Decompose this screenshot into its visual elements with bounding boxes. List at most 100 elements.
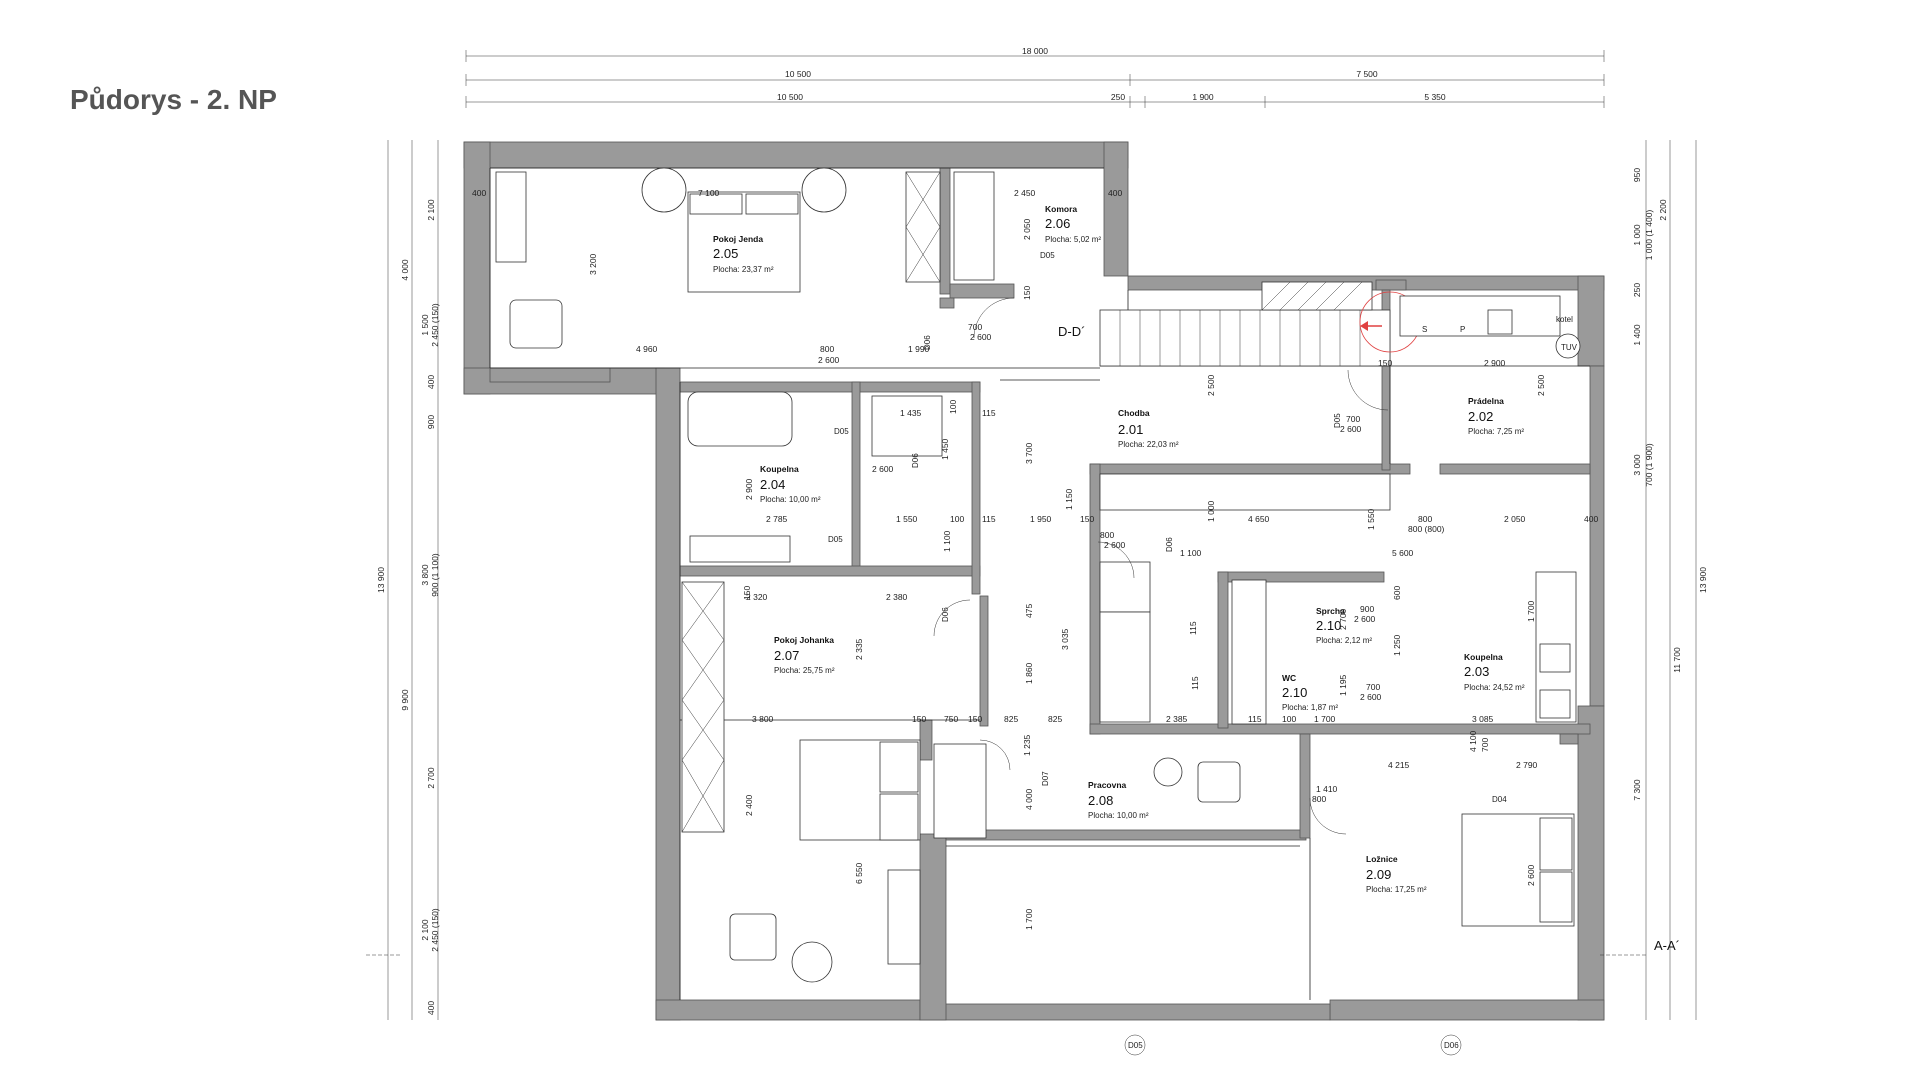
svg-text:1 435: 1 435	[900, 408, 922, 418]
dim-left-d: 1 500	[420, 314, 430, 336]
door-tag: D05	[1040, 251, 1055, 260]
svg-text:400: 400	[1584, 514, 1598, 524]
svg-text:1 150: 1 150	[1064, 488, 1074, 510]
room-label-2-07: Pokoj Johanka 2.07 Plocha: 25,75 m²	[774, 635, 835, 675]
room-label-2-06: Komora 2.06 Plocha: 5,02 m²	[1045, 204, 1101, 244]
svg-text:800: 800	[1312, 794, 1326, 804]
svg-text:1 860: 1 860	[1024, 662, 1034, 684]
svg-text:2.02: 2.02	[1468, 409, 1493, 424]
wardrobe	[905, 171, 941, 283]
svg-text:2 380: 2 380	[886, 592, 908, 602]
svg-text:2 700: 2 700	[1338, 608, 1348, 630]
door-tag: D06	[911, 453, 920, 468]
svg-text:2 600: 2 600	[818, 355, 840, 365]
svg-text:2 600: 2 600	[1360, 692, 1382, 702]
desk	[887, 869, 921, 965]
right-dimensions: 13 900 11 700 950 1 000 1 000 (1 400) 2 …	[1632, 140, 1708, 1020]
appliances	[1399, 295, 1561, 337]
room-label-2-04: Koupelna 2.04 Plocha: 10,00 m²	[760, 464, 821, 504]
svg-text:800: 800	[1100, 530, 1114, 540]
door-tag: D06	[1444, 1041, 1459, 1050]
dim-left-c: 2 100	[426, 199, 436, 221]
svg-text:700: 700	[968, 322, 982, 332]
door-tag: D05	[828, 535, 843, 544]
room-label-2-09: Ložnice 2.09 Plocha: 17,25 m²	[1366, 854, 1427, 894]
svg-text:1 950: 1 950	[1030, 514, 1052, 524]
svg-text:Chodba: Chodba	[1118, 408, 1150, 418]
room-label-2-05: Pokoj Jenda 2.05 Plocha: 23,37 m²	[713, 234, 774, 274]
dim-left-g: 900	[426, 415, 436, 429]
door-tag: D07	[1041, 771, 1050, 786]
svg-text:Plocha: 5,02 m²: Plocha: 5,02 m²	[1045, 235, 1101, 244]
svg-text:150: 150	[912, 714, 926, 724]
svg-text:2 450: 2 450	[1014, 188, 1036, 198]
svg-text:115: 115	[982, 408, 996, 418]
svg-text:4 100: 4 100	[1468, 730, 1478, 752]
svg-text:115: 115	[982, 514, 996, 524]
svg-text:Pokoj Jenda: Pokoj Jenda	[713, 234, 763, 244]
svg-text:115: 115	[1190, 676, 1200, 690]
dim-left-m: 400	[426, 1001, 436, 1015]
door-tag: D06	[1165, 537, 1174, 552]
svg-text:3 800: 3 800	[752, 714, 774, 724]
svg-text:2.04: 2.04	[760, 477, 785, 492]
svg-text:Plocha: 7,25 m²: Plocha: 7,25 m²	[1468, 427, 1524, 436]
svg-text:Plocha: 2,12 m²: Plocha: 2,12 m²	[1316, 636, 1372, 645]
dim-left-k: 2 100	[420, 919, 430, 941]
svg-text:7 100: 7 100	[698, 188, 720, 198]
svg-text:2.01: 2.01	[1118, 422, 1143, 437]
svg-text:Ložnice: Ložnice	[1366, 854, 1398, 864]
dim-top-3a: 10 500	[777, 92, 803, 102]
svg-text:2.08: 2.08	[1088, 793, 1113, 808]
bathtub	[687, 391, 793, 447]
shelves	[953, 171, 995, 281]
svg-text:2.05: 2.05	[713, 246, 738, 261]
svg-text:700: 700	[1480, 738, 1490, 752]
svg-text:Plocha: 17,25 m²: Plocha: 17,25 m²	[1366, 885, 1427, 894]
svg-text:2 900: 2 900	[1484, 358, 1506, 368]
room-label-2-10-wc: WC 2.10 Plocha: 1,87 m²	[1282, 673, 1338, 712]
svg-text:6 550: 6 550	[854, 862, 864, 884]
wardrobe	[1099, 473, 1391, 511]
room-label-2-01: Chodba 2.01 Plocha: 22,03 m²	[1118, 408, 1179, 449]
dim-left-i: 900 (1 100)	[430, 553, 440, 597]
dim-right-g: 1 400	[1632, 324, 1642, 346]
svg-text:100: 100	[948, 400, 958, 414]
svg-text:1 700: 1 700	[1314, 714, 1336, 724]
door-tag: D05	[834, 427, 849, 436]
svg-text:1 550: 1 550	[896, 514, 918, 524]
dim-top-2b: 7 500	[1356, 69, 1378, 79]
svg-text:800: 800	[1418, 514, 1432, 524]
dim-left-b: 9 900	[400, 689, 410, 711]
svg-text:2 320: 2 320	[746, 592, 768, 602]
svg-text:115: 115	[1188, 621, 1198, 635]
svg-text:1 550: 1 550	[1366, 508, 1376, 530]
dim-left-e: 2 450 (150)	[430, 303, 440, 347]
door-tag: D05	[1128, 1041, 1143, 1050]
svg-text:2 050: 2 050	[1022, 218, 1032, 240]
dim-top-3d: 5 350	[1424, 92, 1446, 102]
dim-top-3b: 250	[1111, 92, 1125, 102]
top-dimensions: 18 000 10 500 7 500 10 500 250 1 900 5 3…	[465, 46, 1605, 108]
desk	[933, 743, 987, 839]
svg-text:2 400: 2 400	[744, 794, 754, 816]
page-title: Půdorys - 2. NP	[70, 84, 277, 115]
dim-left-total: 13 900	[376, 567, 386, 593]
dim-left-l: 2 450 (150)	[430, 908, 440, 952]
svg-text:Pokoj Johanka: Pokoj Johanka	[774, 635, 834, 645]
side-table	[1153, 757, 1183, 787]
svg-text:3 085: 3 085	[1472, 714, 1494, 724]
arrow-left-icon	[1360, 321, 1368, 331]
svg-text:Pracovna: Pracovna	[1088, 780, 1127, 790]
svg-text:3 035: 3 035	[1060, 628, 1070, 650]
vanity	[689, 535, 791, 563]
dim-left-a: 4 000	[400, 259, 410, 281]
staircase	[1099, 281, 1421, 367]
svg-text:2 050: 2 050	[1504, 514, 1526, 524]
cabinet	[1099, 611, 1151, 723]
walls	[463, 141, 1605, 1021]
dim-right-j: 7 300	[1632, 779, 1642, 801]
dim-right-i: 700 (1 900)	[1644, 443, 1654, 487]
svg-text:4 650: 4 650	[1248, 514, 1270, 524]
svg-text:750: 750	[944, 714, 958, 724]
